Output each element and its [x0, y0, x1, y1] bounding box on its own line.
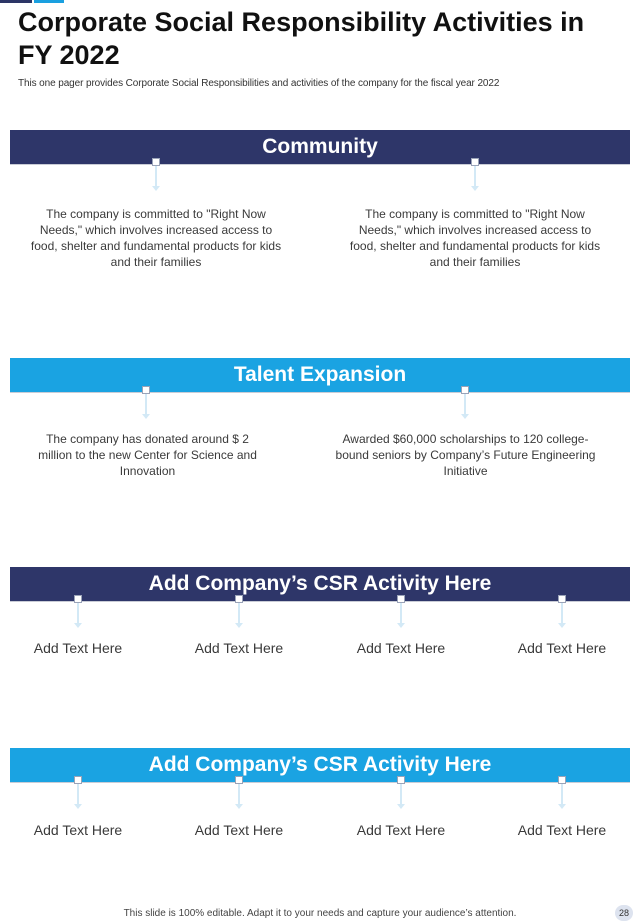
banner-divider [10, 164, 630, 165]
connector-arrow [149, 158, 163, 194]
connector-arrow [71, 776, 85, 812]
footer-note: This slide is 100% editable. Adapt it to… [123, 908, 517, 919]
placeholder-text: Add Text Here [33, 640, 123, 656]
connector-arrow [394, 595, 408, 631]
placeholder-text: Add Text Here [194, 640, 284, 656]
connector-arrow [468, 158, 482, 194]
banner-divider [10, 392, 630, 393]
section-item-text: The company is committed to "Right Now N… [30, 207, 282, 269]
connector-arrow [394, 776, 408, 812]
placeholder-text: Add Text Here [33, 822, 123, 838]
placeholder-text: Add Text Here [194, 822, 284, 838]
connector-arrow [232, 776, 246, 812]
section-community: Community The company is committed to "R… [10, 130, 630, 280]
section-csr-activity-1: Add Company’s CSR Activity Here Add Text… [10, 567, 630, 667]
section-heading: Talent Expansion [10, 358, 630, 392]
section-heading: Add Company’s CSR Activity Here [10, 748, 630, 782]
top-accent-dark [0, 0, 32, 3]
connector-arrow [458, 386, 472, 422]
connector-arrow [555, 776, 569, 812]
placeholder-text: Add Text Here [517, 640, 607, 656]
section-talent-expansion: Talent Expansion The company has donated… [10, 358, 630, 488]
placeholder-text: Add Text Here [356, 640, 446, 656]
connector-arrow [232, 595, 246, 631]
connector-arrow [71, 595, 85, 631]
section-item-text: The company has donated around $ 2 milli… [38, 432, 257, 478]
page-subtitle: This one pager provides Corporate Social… [18, 78, 500, 89]
section-heading: Community [10, 130, 630, 164]
placeholder-text: Add Text Here [356, 822, 446, 838]
section-heading: Add Company’s CSR Activity Here [10, 567, 630, 601]
banner-divider [10, 782, 630, 783]
page-title: Corporate Social Responsibility Activiti… [18, 7, 585, 70]
connector-arrow [139, 386, 153, 422]
banner-divider [10, 601, 630, 602]
page-number: 28 [615, 905, 633, 921]
connector-arrow [555, 595, 569, 631]
section-item-text: Awarded $60,000 scholarships to 120 coll… [335, 432, 596, 478]
section-item-text: The company is committed to "Right Now N… [349, 207, 601, 269]
section-csr-activity-2: Add Company’s CSR Activity Here Add Text… [10, 748, 630, 848]
top-accent-light [34, 0, 64, 3]
placeholder-text: Add Text Here [517, 822, 607, 838]
